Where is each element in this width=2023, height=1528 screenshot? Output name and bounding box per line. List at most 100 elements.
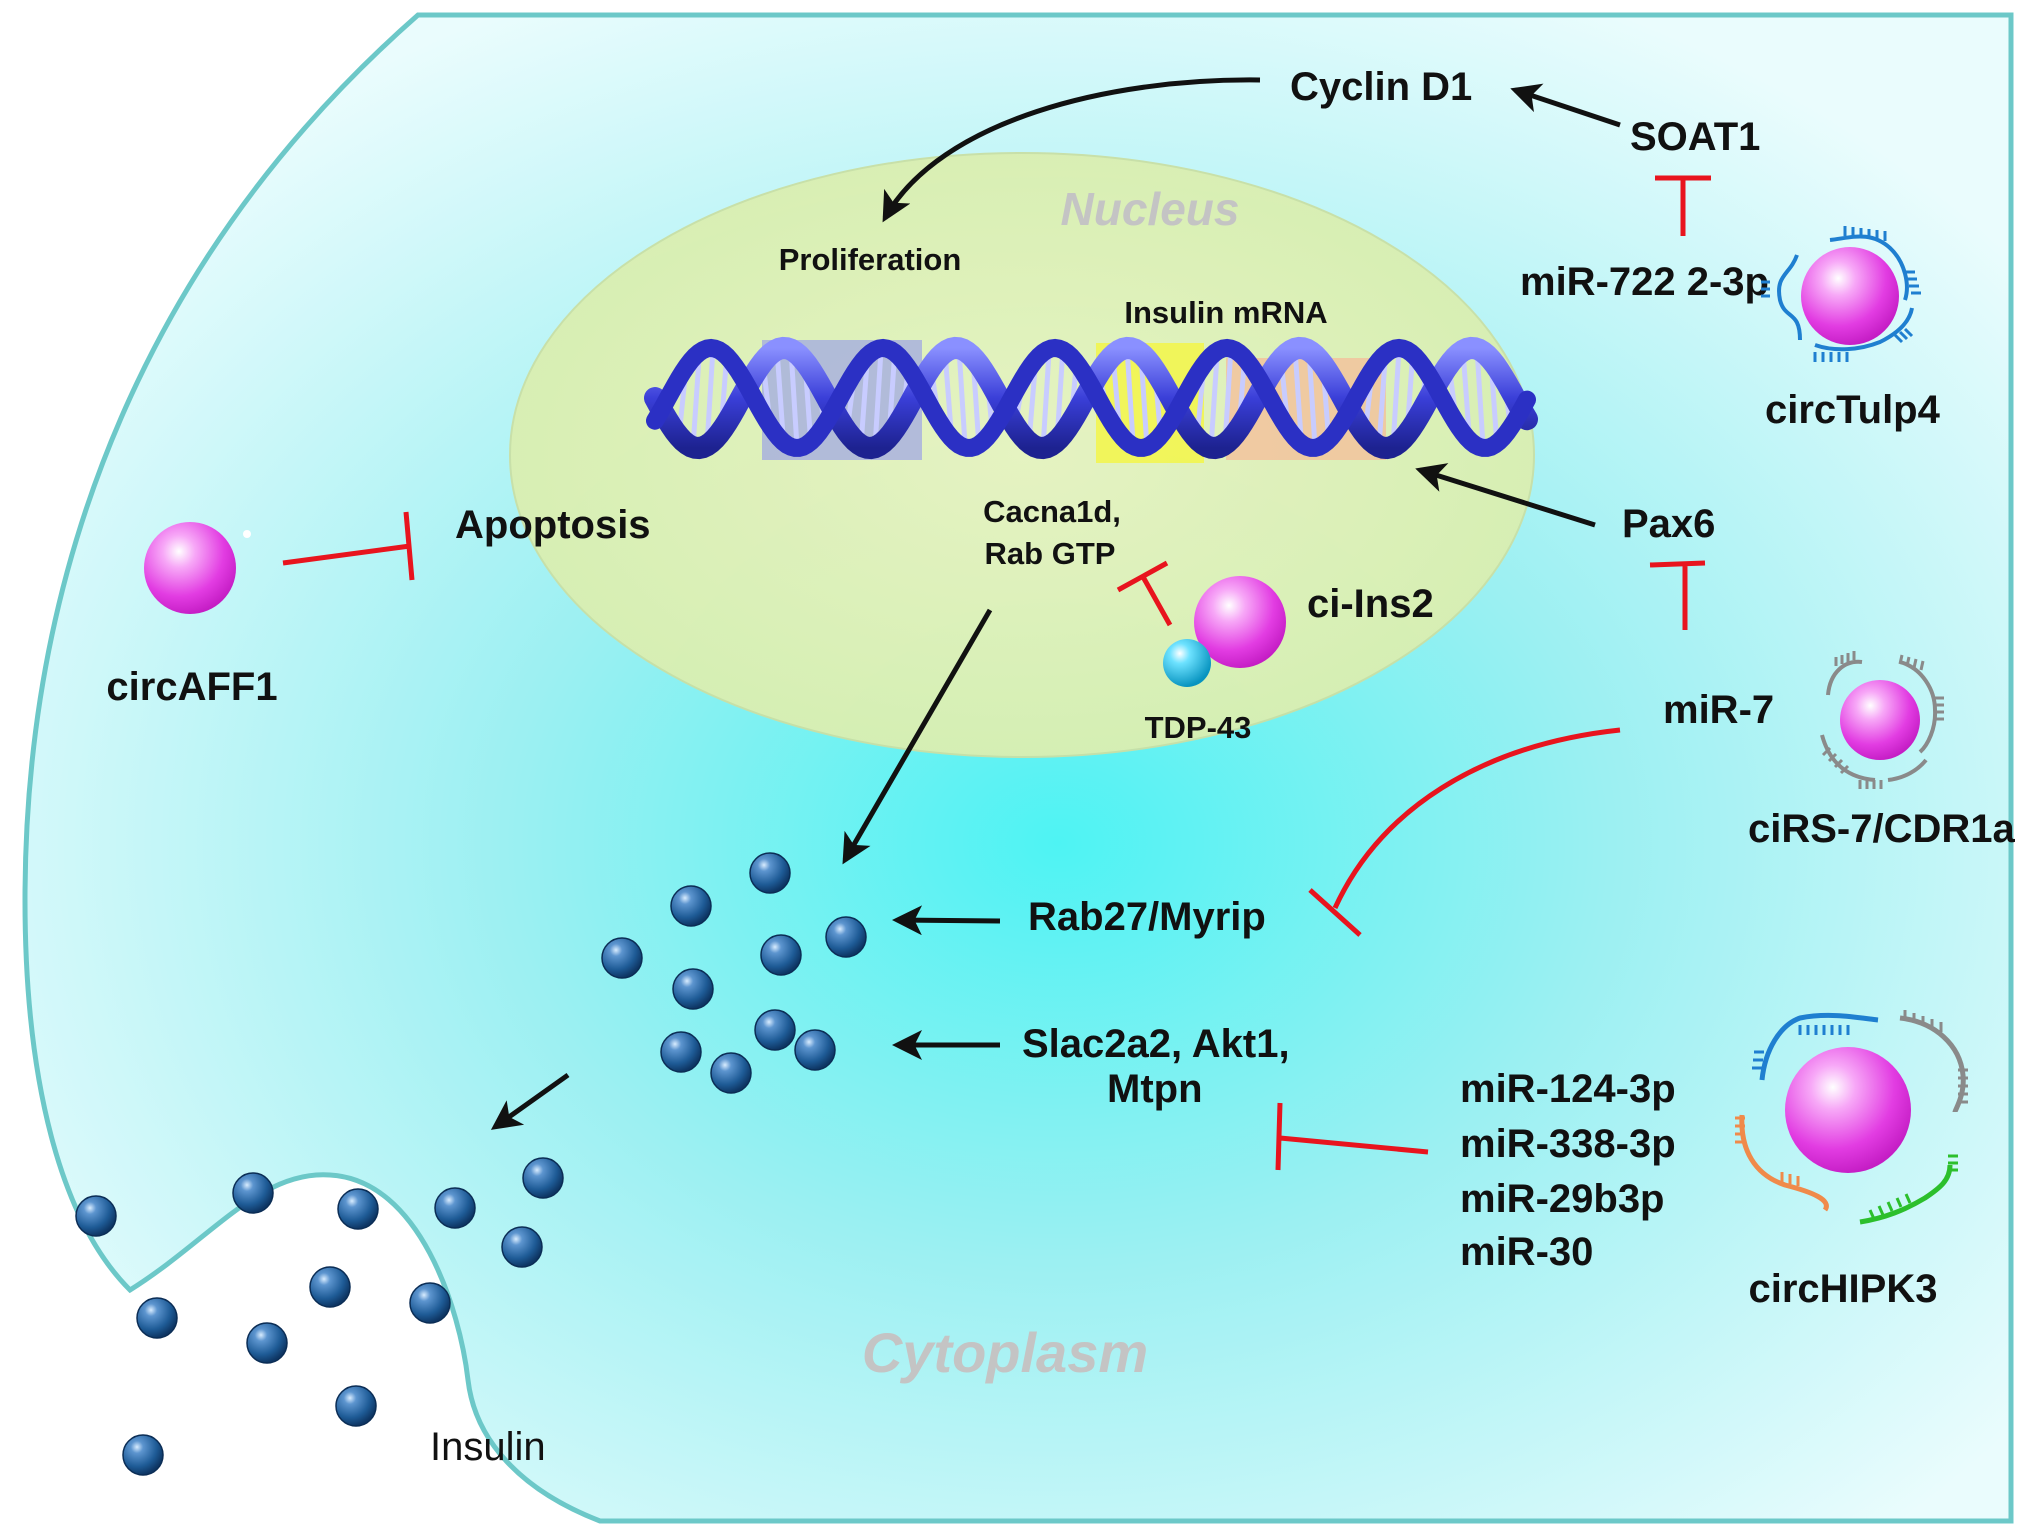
insulin-granule-icon bbox=[122, 1434, 164, 1476]
mirna-binding-tooth bbox=[1827, 752, 1838, 763]
dna-base-pair bbox=[872, 347, 884, 450]
cirs7-label: ciRS-7/CDR1a bbox=[1748, 807, 2016, 851]
rab27-myrip-label: Rab27/Myrip bbox=[1028, 895, 1266, 939]
mirna-binding-tooth bbox=[1877, 1205, 1885, 1216]
arrow-soat1-to-cyclin-d1 bbox=[1510, 83, 1621, 128]
arrow-rab27-to-granules bbox=[892, 905, 1001, 936]
apoptosis-label: Apoptosis bbox=[455, 503, 651, 547]
insulin-label: Insulin bbox=[430, 1425, 546, 1469]
circtulp4-label: circTulp4 bbox=[1765, 388, 1941, 432]
insulin-granules bbox=[75, 852, 867, 1476]
insulin-granule-icon bbox=[232, 1172, 274, 1214]
dna-base-pair bbox=[788, 347, 800, 450]
dna-base-pair bbox=[774, 347, 786, 438]
dna-base-pair bbox=[1208, 353, 1220, 451]
insulin-granule-icon bbox=[601, 937, 643, 979]
circaff1-tail-icon bbox=[243, 530, 251, 538]
circaff1-label: circAFF1 bbox=[106, 665, 277, 709]
tdp43-protein-icon bbox=[1163, 639, 1211, 687]
rab-gtp-label: Rab GTP bbox=[985, 536, 1116, 571]
inhibit-mir7-pax6 bbox=[1649, 560, 1706, 630]
mir-338-label: miR-338-3p bbox=[1460, 1122, 1676, 1166]
cirs7-circrna-icon bbox=[1820, 651, 1944, 789]
inhibition-edges bbox=[282, 175, 1711, 1171]
circtulp4-icon bbox=[1761, 226, 1921, 362]
inhibit-ci-ins2-cacna1d bbox=[1116, 560, 1173, 627]
mirna-binding-tooth bbox=[1904, 1193, 1912, 1204]
insulin-granule-icon bbox=[749, 852, 791, 894]
dna-strand-b bbox=[646, 338, 1536, 457]
insulin-granule-icon bbox=[760, 934, 802, 976]
arrow-cacna1d-to-granules bbox=[842, 608, 993, 865]
insulin-granule-icon bbox=[136, 1297, 178, 1339]
circhipk3-label: circHIPK3 bbox=[1749, 1267, 1938, 1311]
insulin-granule-icon bbox=[794, 1029, 836, 1071]
mir-124-label: miR-124-3p bbox=[1460, 1067, 1676, 1111]
dna-base-pair bbox=[956, 345, 968, 448]
insulin-granule-icon bbox=[754, 1009, 796, 1051]
inhibit-mir722-soat1 bbox=[1655, 175, 1711, 236]
mirna-binding-tooth bbox=[1893, 333, 1904, 344]
mirna-binding-tooth bbox=[1833, 758, 1844, 769]
mirna-binding-tooth bbox=[1903, 327, 1914, 338]
insulin-granule-icon bbox=[246, 1322, 288, 1364]
mirna-binding-tooth bbox=[1898, 330, 1909, 341]
insulin-granule-icon bbox=[409, 1282, 451, 1324]
dna-base-pair bbox=[1292, 346, 1304, 441]
dna-base-pair bbox=[690, 355, 702, 450]
mirna-binding-tooth bbox=[1839, 764, 1850, 775]
dna-base-pair bbox=[1040, 350, 1052, 451]
slac2a2-label: Slac2a2, Akt1, bbox=[1022, 1022, 1290, 1066]
insulin-granule-icon bbox=[825, 916, 867, 958]
insulin-granule-icon bbox=[335, 1385, 377, 1427]
arrow-pax6-to-insulin-mrna bbox=[1415, 463, 1596, 528]
inhibit-mirnas-slac2a2 bbox=[1275, 1102, 1429, 1171]
mirna-binding-tooth bbox=[1919, 660, 1925, 671]
mirna-binding-tooth bbox=[1912, 658, 1918, 669]
pax6-label: Pax6 bbox=[1622, 502, 1715, 546]
dna-base-pair bbox=[858, 360, 870, 448]
ci-ins2-circrna-icon bbox=[1194, 576, 1286, 668]
insulin-granule-icon bbox=[337, 1188, 379, 1230]
insulin-granule-icon bbox=[75, 1195, 117, 1237]
tdp43-label: TDP-43 bbox=[1145, 710, 1252, 745]
insulin-granule-icon bbox=[660, 1031, 702, 1073]
arrow-granules-to-secretion bbox=[490, 1072, 570, 1130]
dna-base-pair bbox=[1376, 358, 1388, 449]
cyclin-d1-label: Cyclin D1 bbox=[1290, 65, 1472, 109]
dna-base-pair bbox=[1124, 345, 1136, 445]
mirna-binding-tooth bbox=[1895, 1197, 1903, 1208]
dna-base-pair bbox=[1306, 348, 1318, 450]
mir-722-label: miR-722 2-3p bbox=[1520, 260, 1769, 304]
insulin-granule-icon bbox=[309, 1266, 351, 1308]
dna-base-pair bbox=[1460, 348, 1472, 436]
insulin-granule-icon bbox=[710, 1052, 752, 1094]
proliferation-label: Proliferation bbox=[779, 242, 962, 277]
nucleus-label: Nucleus bbox=[1061, 183, 1240, 235]
insulin-mrna-label: Insulin mRNA bbox=[1124, 295, 1327, 330]
mir-29b-label: miR-29b3p bbox=[1460, 1177, 1665, 1221]
mir-30-label: miR-30 bbox=[1460, 1230, 1593, 1274]
arrow-cyclin-d1-to-proliferation bbox=[882, 77, 1261, 223]
insulin-granule-icon bbox=[522, 1157, 564, 1199]
activation-arrows bbox=[490, 77, 1621, 1130]
mirna-binding-tooth bbox=[1905, 656, 1911, 667]
mirna-binding-tooth bbox=[1898, 654, 1904, 665]
insulin-granule-icon bbox=[501, 1226, 543, 1268]
mirna-binding-tooth bbox=[1821, 746, 1832, 757]
circaff1-circrna-icon bbox=[144, 522, 236, 614]
insulin-granule-icon bbox=[670, 885, 712, 927]
inhibit-mir7-rab27 bbox=[1308, 727, 1621, 937]
cytoplasm-label: Cytoplasm bbox=[862, 1321, 1148, 1384]
insulin-granule-icon bbox=[672, 968, 714, 1010]
dna-base-pair bbox=[1390, 346, 1402, 449]
mir-7-label: miR-7 bbox=[1663, 688, 1774, 732]
inhibit-circaff1-apoptosis bbox=[282, 511, 415, 581]
cacna1d-label: Cacna1d, bbox=[983, 494, 1121, 529]
mtpn-label: Mtpn bbox=[1107, 1067, 1203, 1111]
dna-base-pair bbox=[704, 346, 716, 448]
mirna-binding-tooth bbox=[1868, 1209, 1876, 1220]
dna-base-pair bbox=[1474, 346, 1486, 449]
dna-double-helix-icon bbox=[644, 336, 1538, 463]
